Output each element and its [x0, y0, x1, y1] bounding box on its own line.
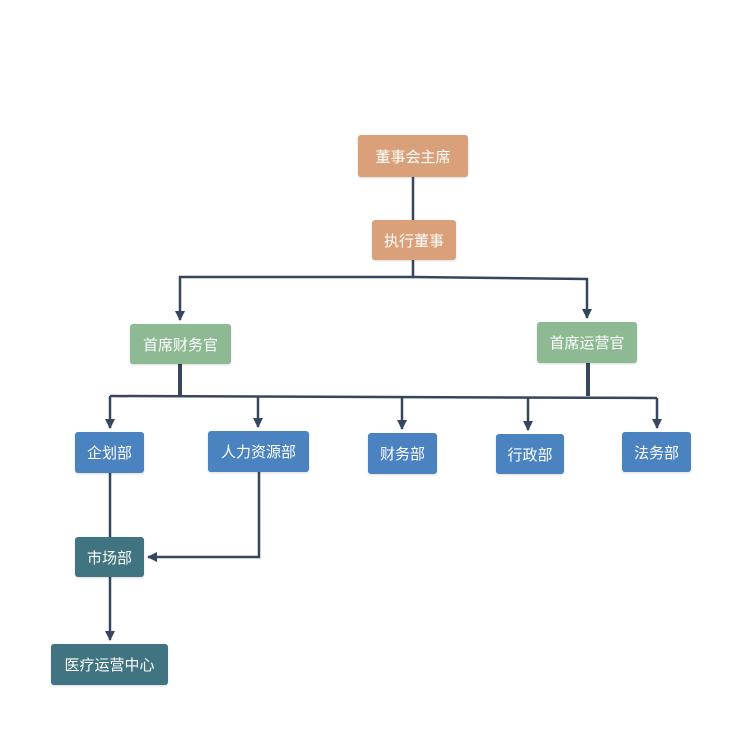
node-executive-director-label: 执行董事 — [383, 231, 444, 250]
node-marketing[interactable]: 市场部 — [75, 537, 144, 577]
node-cfo-label: 首席财务官 — [142, 335, 218, 354]
node-chairman[interactable]: 董事会主席 — [358, 135, 468, 177]
node-legal-label: 法务部 — [633, 443, 679, 462]
node-admin[interactable]: 行政部 — [496, 434, 564, 474]
edge-executive-cfo — [175, 260, 415, 321]
node-cfo[interactable]: 首席财务官 — [130, 324, 231, 364]
node-finance[interactable]: 财务部 — [368, 433, 437, 474]
node-finance-label: 财务部 — [379, 445, 425, 463]
node-medical-ops-label: 医疗运营中心 — [64, 656, 155, 674]
node-coo-label: 首席运营官 — [549, 334, 625, 352]
edge-hr-marketing — [147, 472, 261, 562]
node-marketing-label: 市场部 — [86, 548, 132, 567]
node-coo[interactable]: 首席运营官 — [537, 322, 637, 363]
edge-bus-main — [109, 394, 658, 400]
node-admin-label: 行政部 — [507, 445, 553, 464]
node-chairman-label: 董事会主席 — [375, 147, 451, 166]
node-hr-label: 人力资源部 — [220, 443, 296, 461]
node-hr[interactable]: 人力资源部 — [208, 431, 309, 472]
node-executive-director[interactable]: 执行董事 — [372, 220, 456, 260]
node-planning-label: 企划部 — [86, 444, 132, 462]
node-legal[interactable]: 法务部 — [622, 432, 691, 472]
node-planning[interactable]: 企划部 — [75, 432, 144, 473]
edge-executive-coo — [412, 275, 592, 319]
node-medical-ops[interactable]: 医疗运营中心 — [51, 644, 168, 685]
